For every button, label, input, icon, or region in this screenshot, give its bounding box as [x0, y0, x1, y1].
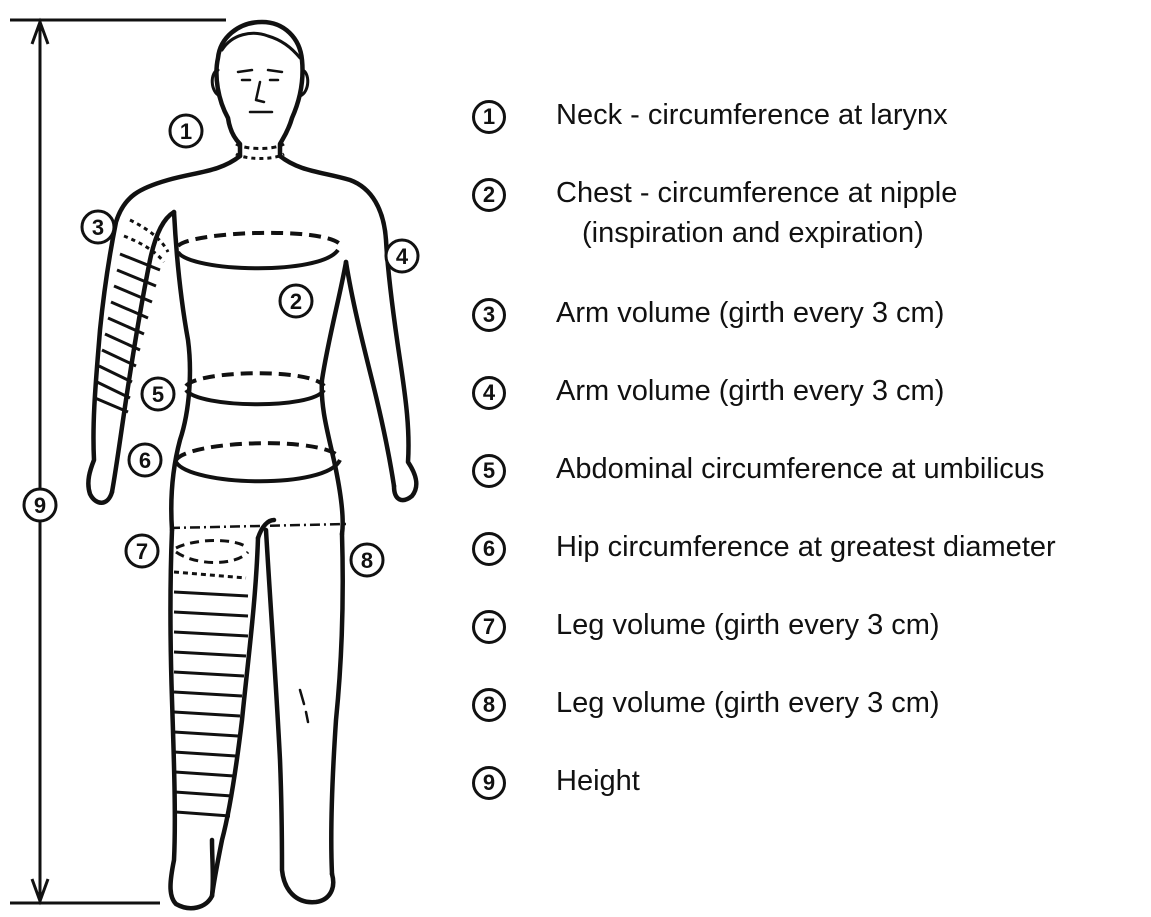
right-inner-arm: [109, 209, 177, 495]
left-leg-inner: [263, 527, 336, 905]
legend-item-arm-left: 4 Arm volume (girth every 3 cm): [472, 371, 944, 411]
left-knee-mark: [298, 688, 310, 724]
left-ear: [298, 68, 310, 98]
callout-9-number: 9: [34, 493, 46, 518]
figure-callouts: 1 2 3 4 5 6 7 8: [22, 113, 420, 578]
legend-label-group: Chest - circumference at nipple (inspira…: [556, 173, 957, 253]
callout-3: 3: [80, 209, 116, 245]
callout-5-number: 5: [152, 382, 164, 407]
legend-item-height: 9 Height: [472, 761, 640, 801]
legend-number-badge: 1: [472, 100, 506, 134]
right-ear: [210, 68, 222, 98]
thigh-dashdot-line: [169, 522, 347, 530]
right-leg-outer: [168, 527, 216, 911]
legend-label: Leg volume (girth every 3 cm): [556, 609, 940, 641]
legend-number-badge: 9: [472, 766, 506, 800]
legend-item-hip: 6 Hip circumference at greatest diameter: [472, 527, 1056, 567]
right-arm-girth-lines: [94, 218, 170, 414]
neck-band: [235, 142, 285, 160]
legend-item-abdomen: 5 Abdominal circumference at umbilicus: [472, 449, 1044, 489]
legend-item-neck: 1 Neck - circumference at larynx: [472, 95, 948, 135]
legend-label: Height: [556, 765, 640, 797]
callout-6: 6: [127, 442, 163, 478]
measurement-bands: [94, 142, 347, 818]
legend-label: Neck - circumference at larynx: [556, 99, 948, 131]
torso-right-side: [86, 153, 243, 505]
legend-label: Abdominal circumference at umbilicus: [556, 453, 1045, 485]
callout-8: 8: [349, 542, 385, 578]
legend-item-leg-left: 8 Leg volume (girth every 3 cm): [472, 683, 940, 723]
legend-label: Hip circumference at greatest diameter: [556, 531, 1056, 563]
torso-left-side: [277, 153, 419, 503]
legend-number-badge: 7: [472, 610, 506, 644]
legend-number-badge: 3: [472, 298, 506, 332]
height-arrow-top: [30, 17, 50, 45]
legend-sublabel: (inspiration and expiration): [582, 217, 924, 249]
legend-number-badge: 6: [472, 532, 506, 566]
waist-band: [184, 371, 326, 407]
callout-7-number: 7: [136, 539, 148, 564]
human-figure: [86, 19, 419, 911]
callout-7: 7: [124, 533, 160, 569]
crotch: [255, 517, 277, 541]
legend-label: Arm volume (girth every 3 cm): [556, 297, 945, 329]
legend-item-leg-right: 7 Leg volume (girth every 3 cm): [472, 605, 940, 645]
legend-item-arm-right: 3 Arm volume (girth every 3 cm): [472, 293, 944, 333]
callout-1-number: 1: [180, 119, 192, 144]
legend-number-badge: 5: [472, 454, 506, 488]
legend-number-badge: 8: [472, 688, 506, 722]
callout-2: 2: [278, 283, 314, 319]
callout-4-number: 4: [396, 244, 409, 269]
left-flank: [319, 259, 349, 537]
right-flank: [169, 209, 193, 533]
legend-number-badge: 4: [472, 376, 506, 410]
callout-3-number: 3: [92, 215, 104, 240]
callout-8-number: 8: [361, 548, 373, 573]
hip-band: [174, 441, 342, 484]
callout-1: 1: [168, 113, 204, 149]
right-leg-inner: [209, 535, 261, 899]
height-dimension: [10, 17, 226, 906]
legend-item-chest: 2 Chest - circumference at nipple (inspi…: [472, 173, 957, 253]
left-leg-outer: [328, 531, 345, 877]
left-inner-arm: [343, 259, 397, 489]
callout-4: 4: [384, 238, 420, 274]
callout-2-number: 2: [290, 289, 302, 314]
callout-6-number: 6: [139, 448, 151, 473]
height-arrow-bottom: [30, 878, 50, 906]
legend-label: Leg volume (girth every 3 cm): [556, 687, 940, 719]
chest-band: [176, 230, 342, 271]
face: [236, 68, 284, 114]
legend-label: Chest - circumference at nipple: [556, 177, 958, 209]
callout-9: 9: [22, 487, 58, 523]
legend-label: Arm volume (girth every 3 cm): [556, 375, 945, 407]
legend-number-badge: 2: [472, 178, 506, 212]
right-leg-girth-lines: [173, 539, 250, 818]
callout-5: 5: [140, 376, 176, 412]
hair: [220, 31, 302, 60]
